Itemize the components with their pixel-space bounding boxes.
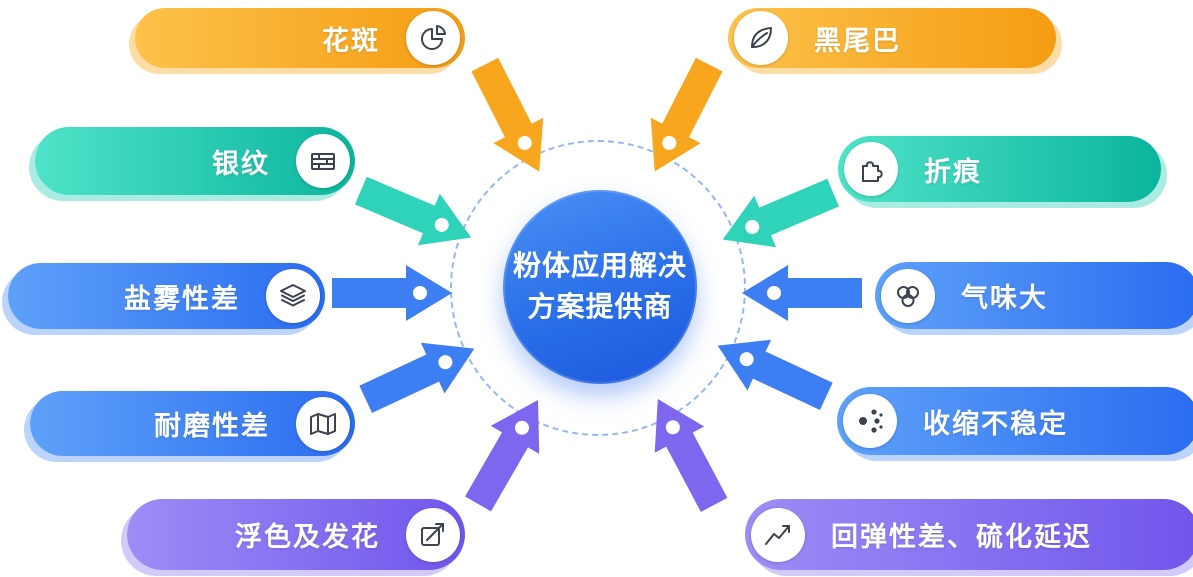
fuse-arrow: [454, 386, 562, 518]
pill-yanwu-label: 盐雾性差: [124, 283, 240, 314]
pill-zhehen-label: 折痕: [924, 156, 982, 187]
yinwen-arrow: [350, 165, 482, 263]
layers-icon: [266, 269, 320, 323]
heiweiba-arrow: [630, 52, 734, 184]
pill-qiwei: 气味大: [875, 262, 1193, 329]
leaf-icon: [734, 11, 788, 65]
puzzle-icon: [844, 142, 898, 196]
yanwu-arrow: [332, 265, 452, 321]
naimo-arrow: [354, 323, 486, 424]
circles-icon: [881, 268, 935, 323]
pill-huaban: 花斑: [135, 8, 465, 68]
zhehen-arrow: [712, 167, 844, 265]
pill-heiweiba-label: 黑尾巴: [814, 25, 901, 56]
pill-huaban-label: 花斑: [322, 25, 380, 56]
scatter-dots-icon: [843, 394, 897, 448]
center-node: 粉体应用解决 方案提供商: [503, 190, 697, 384]
pill-yanwu: 盐雾性差: [8, 263, 325, 329]
pill-huitan: 回弹性差、硫化延迟: [745, 499, 1193, 570]
pill-naimo-label: 耐磨性差: [154, 411, 270, 441]
pill-fuse-label: 浮色及发花: [235, 522, 380, 552]
pill-huitan-label: 回弹性差、硫化延迟: [831, 522, 1092, 552]
shousuo-arrow: [706, 320, 838, 421]
pill-yinwen: 银纹: [35, 127, 355, 195]
pill-shousuo-label: 收缩不稳定: [923, 408, 1068, 439]
pill-yinwen-label: 银纹: [212, 148, 270, 179]
brick-wall-icon: [296, 134, 350, 188]
qiwei-arrow: [742, 265, 862, 321]
pill-qiwei-label: 气味大: [961, 283, 1048, 313]
pill-fuse: 浮色及发花: [127, 499, 465, 570]
center-title-line1: 粉体应用解决: [512, 250, 687, 282]
pill-naimo: 耐磨性差: [30, 391, 355, 456]
map-icon: [296, 396, 350, 451]
dashed-orbit-ring: [450, 140, 746, 436]
pie-chart-icon: [406, 11, 460, 65]
trend-box-icon: [406, 507, 460, 562]
line-chart-icon: [751, 507, 805, 562]
huaban-arrow: [460, 52, 564, 184]
center-title-line2: 方案提供商: [527, 291, 673, 322]
huitan-arrow: [633, 386, 739, 518]
pill-shousuo: 收缩不稳定: [837, 387, 1193, 455]
pill-heiweiba: 黑尾巴: [728, 8, 1056, 68]
pill-zhehen: 折痕: [838, 136, 1161, 202]
